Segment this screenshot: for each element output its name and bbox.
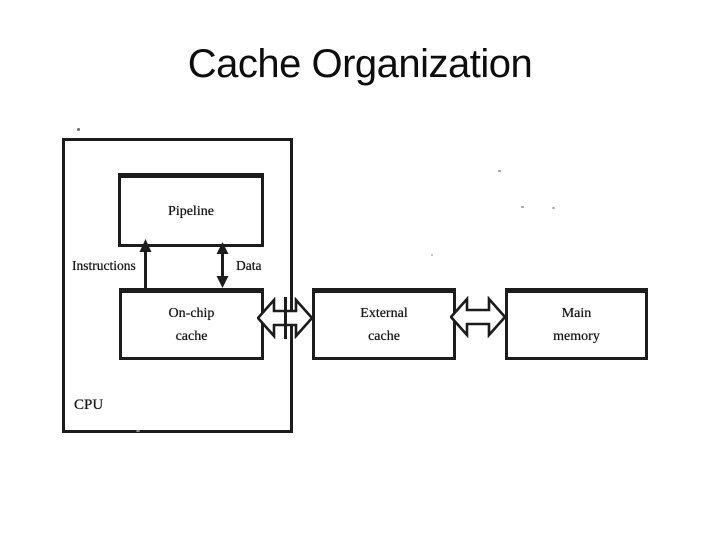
external-main-doublearrow-icon (450, 296, 506, 338)
onchip-cache-label-line1: On-chip (168, 306, 215, 321)
main-memory-label-line1: Main (561, 306, 592, 321)
main-memory-label-line2: memory (553, 329, 600, 344)
onchip-cache-label-line2: cache (175, 329, 208, 344)
external-cache-label-line1: External (360, 306, 408, 321)
scan-speck (77, 128, 80, 131)
data-label: Data (236, 258, 262, 273)
external-cache-label-line2: cache (368, 329, 400, 344)
cpu-right-border-segment (284, 297, 287, 339)
scan-speck (521, 206, 524, 208)
scan-speck (136, 430, 140, 432)
instructions-label: Instructions (72, 258, 136, 273)
data-arrow-icon (216, 242, 229, 288)
pipeline-label: Pipeline (168, 203, 214, 219)
instructions-arrow-icon (139, 239, 152, 289)
onchip-cache-box: On-chip cache (119, 288, 264, 360)
scan-speck (498, 170, 501, 172)
scan-speck (431, 254, 433, 256)
cpu-label: CPU (74, 397, 104, 413)
slide-title: Cache Organization (187, 42, 533, 86)
main-memory-box: Main memory (505, 288, 648, 360)
pipeline-box: Pipeline (118, 173, 264, 247)
external-cache-box: External cache (312, 288, 456, 360)
scan-speck (552, 207, 555, 209)
